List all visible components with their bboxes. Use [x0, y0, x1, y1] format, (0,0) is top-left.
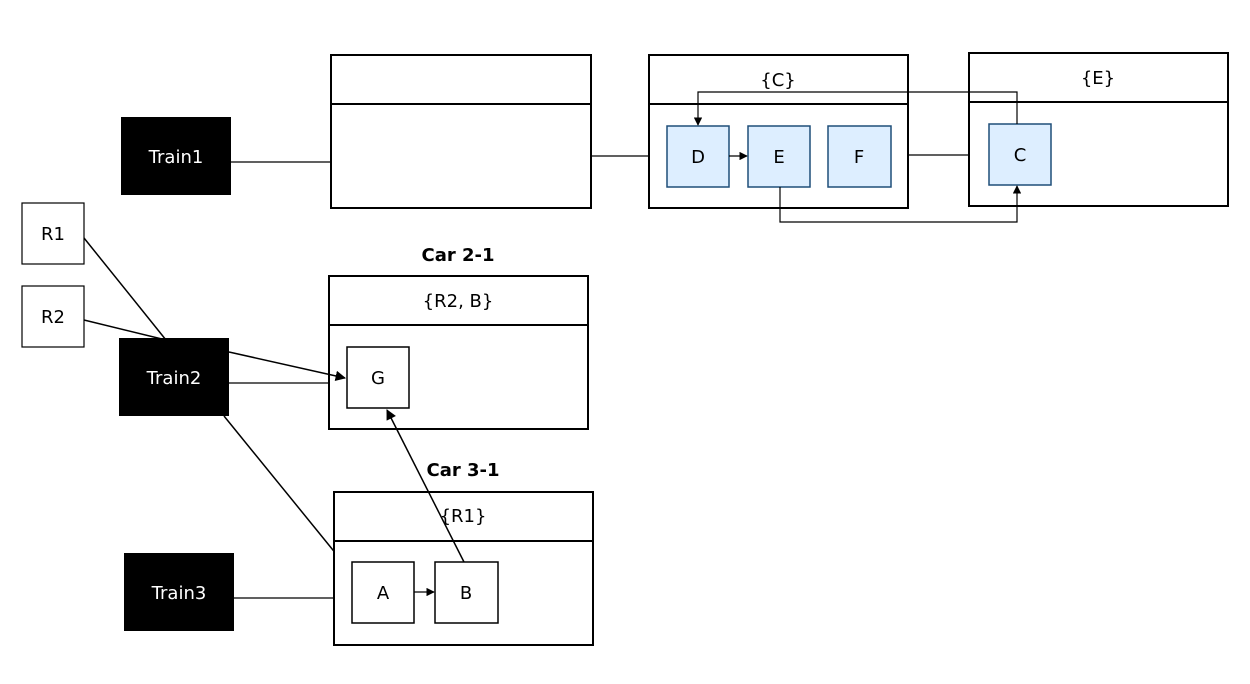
car-2-1-header: {R2, B}: [423, 291, 494, 312]
edge-r2-train2: [83, 319, 167, 341]
car-3-1-header: {R1}: [440, 506, 487, 527]
car-2-1-title: Car 2-1: [421, 245, 494, 266]
node-d: D: [666, 125, 730, 188]
car-c-header: {E}: [1081, 68, 1115, 89]
resource-r1: R1: [21, 202, 85, 265]
train3-node: Train3: [124, 553, 234, 631]
edge-r1-train2: [83, 237, 167, 341]
car-a: [330, 54, 592, 209]
edge-e-c: [779, 185, 1022, 223]
resource-r2: R2: [21, 285, 85, 348]
node-e-label: E: [773, 147, 784, 168]
node-d-label: D: [691, 147, 705, 168]
resource-r1-label: R1: [41, 224, 65, 245]
node-a: A: [351, 561, 415, 624]
edge-b-g: [386, 409, 465, 563]
node-f-label: F: [854, 147, 864, 168]
node-e: E: [747, 125, 811, 188]
train2-label: Train2: [146, 368, 202, 389]
train1-label: Train1: [148, 147, 204, 168]
edge-train2-g: [228, 351, 347, 382]
train2-node: Train2: [119, 338, 229, 416]
node-c-label: C: [1014, 145, 1027, 166]
resource-r2-label: R2: [41, 307, 65, 328]
node-b: B: [434, 561, 499, 624]
node-g-label: G: [371, 368, 385, 389]
train1-node: Train1: [121, 117, 231, 195]
edge-c-d: [693, 91, 1018, 126]
edge-train2-a: [223, 415, 351, 572]
car-3-1-title: Car 3-1: [426, 460, 499, 481]
node-a-label: A: [377, 583, 390, 604]
car-b-header: {C}: [760, 70, 795, 91]
node-g: G: [346, 346, 410, 409]
node-f: F: [827, 125, 892, 188]
node-c: C: [988, 123, 1052, 186]
train3-label: Train3: [151, 583, 207, 604]
node-b-label: B: [460, 583, 472, 604]
